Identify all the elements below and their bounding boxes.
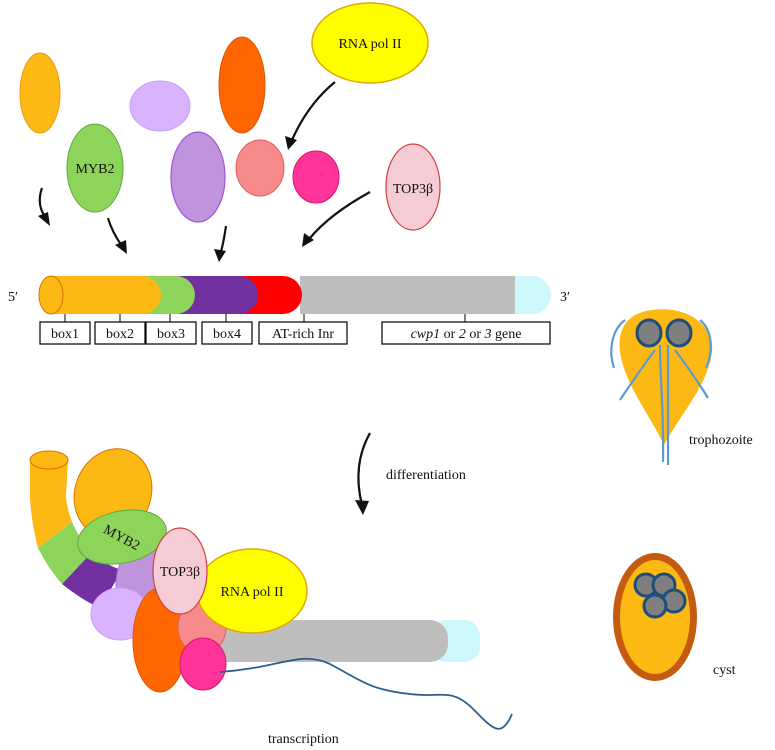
inr-frame [258,321,348,345]
box-labels: box1 box2 box3 box4 AT-rich Inr cwp1 or … [39,314,551,345]
gene-label-or1: or [440,327,459,342]
gene-label-2: 2 [459,327,466,342]
arrow-head-box1 [38,212,50,226]
cyst-label: cyst [713,663,736,678]
pink-protein-bottom [179,637,227,691]
inr-label: AT-rich Inr [272,327,334,342]
dna-5prime-cap [38,275,64,315]
trophozoite-flagellum-arc-right [699,319,712,369]
trophozoite-flagellum-arc-left [610,319,626,369]
five-prime-label: 5′ [8,290,18,305]
box3-frame [145,321,197,345]
orange-protein-top [19,52,61,134]
rna-pol-ii-bottom-label: RNA pol II [221,585,284,600]
gene-label-cwp1: cwp1 [411,327,441,342]
differentiation-arrow-head [355,500,369,515]
trophozoite-flagella-right [674,349,709,399]
three-prime-label: 3′ [560,290,570,305]
trophozoite-label: trophozoite [689,433,753,448]
box3-label: box3 [157,327,185,342]
top3b-protein-top [385,143,441,231]
arrow-head-rnapol [285,136,297,150]
gene-label: cwp1 or 2 or 3 gene [411,327,522,342]
arrow-to-box2 [106,217,123,247]
myb2-top-label: MYB2 [76,162,115,177]
arrow-head-box2 [115,240,127,254]
trophozoite-axoneme-left [658,344,665,463]
purple-protein-top [170,131,226,223]
trophozoite-cell [610,309,713,465]
bottom-dna-cap [29,450,69,470]
differentiation-label: differentiation [386,468,466,483]
mrna-transcript [219,657,513,730]
dark-orange-protein-top [218,36,266,134]
differentiation-arrow [357,432,371,506]
salmon-protein-top [235,139,285,197]
box1-frame [39,321,91,345]
gene-frame [381,321,551,345]
cyst-nucleus-4 [642,593,668,619]
arrow-head-top3b [302,233,314,247]
top3b-protein-bottom [152,527,208,615]
gene-segment [300,276,515,314]
myb2-protein-bottom [77,509,167,565]
top3b-bottom-label: TOP3β [160,565,200,580]
box2-frame [94,321,146,345]
transcription-label: transcription [268,732,339,747]
binding-arrows [38,81,371,262]
gene-label-suffix: gene [491,327,521,342]
arrow-top3b-to-inr [309,191,371,239]
box4-label: box4 [213,327,241,342]
gene-label-3: 3 [483,327,491,342]
arrow-head-box4 [214,249,226,262]
box1-label: box1 [51,327,79,342]
myb2-protein-top [66,123,124,213]
lavender-protein-top [129,80,191,132]
trophozoite-flagella-left [619,349,656,401]
box4-frame [201,321,253,345]
trophozoite-nucleus-right [665,318,693,348]
rna-pol-ii-top-label: RNA pol II [339,37,402,52]
pink-protein-top [292,150,340,204]
arrow-rnapol-to-inr [290,81,336,141]
gene-label-or2: or [466,327,485,342]
arrow-to-box4 [219,225,228,253]
dna-strand [38,275,551,315]
rna-pol-ii-top [311,2,429,84]
trophozoite-nucleus-left [635,318,663,348]
box2-label: box2 [106,327,134,342]
top3b-top-label: TOP3β [393,182,433,197]
cyst-cell [613,553,697,681]
bottom-dna-yellow [30,460,72,548]
